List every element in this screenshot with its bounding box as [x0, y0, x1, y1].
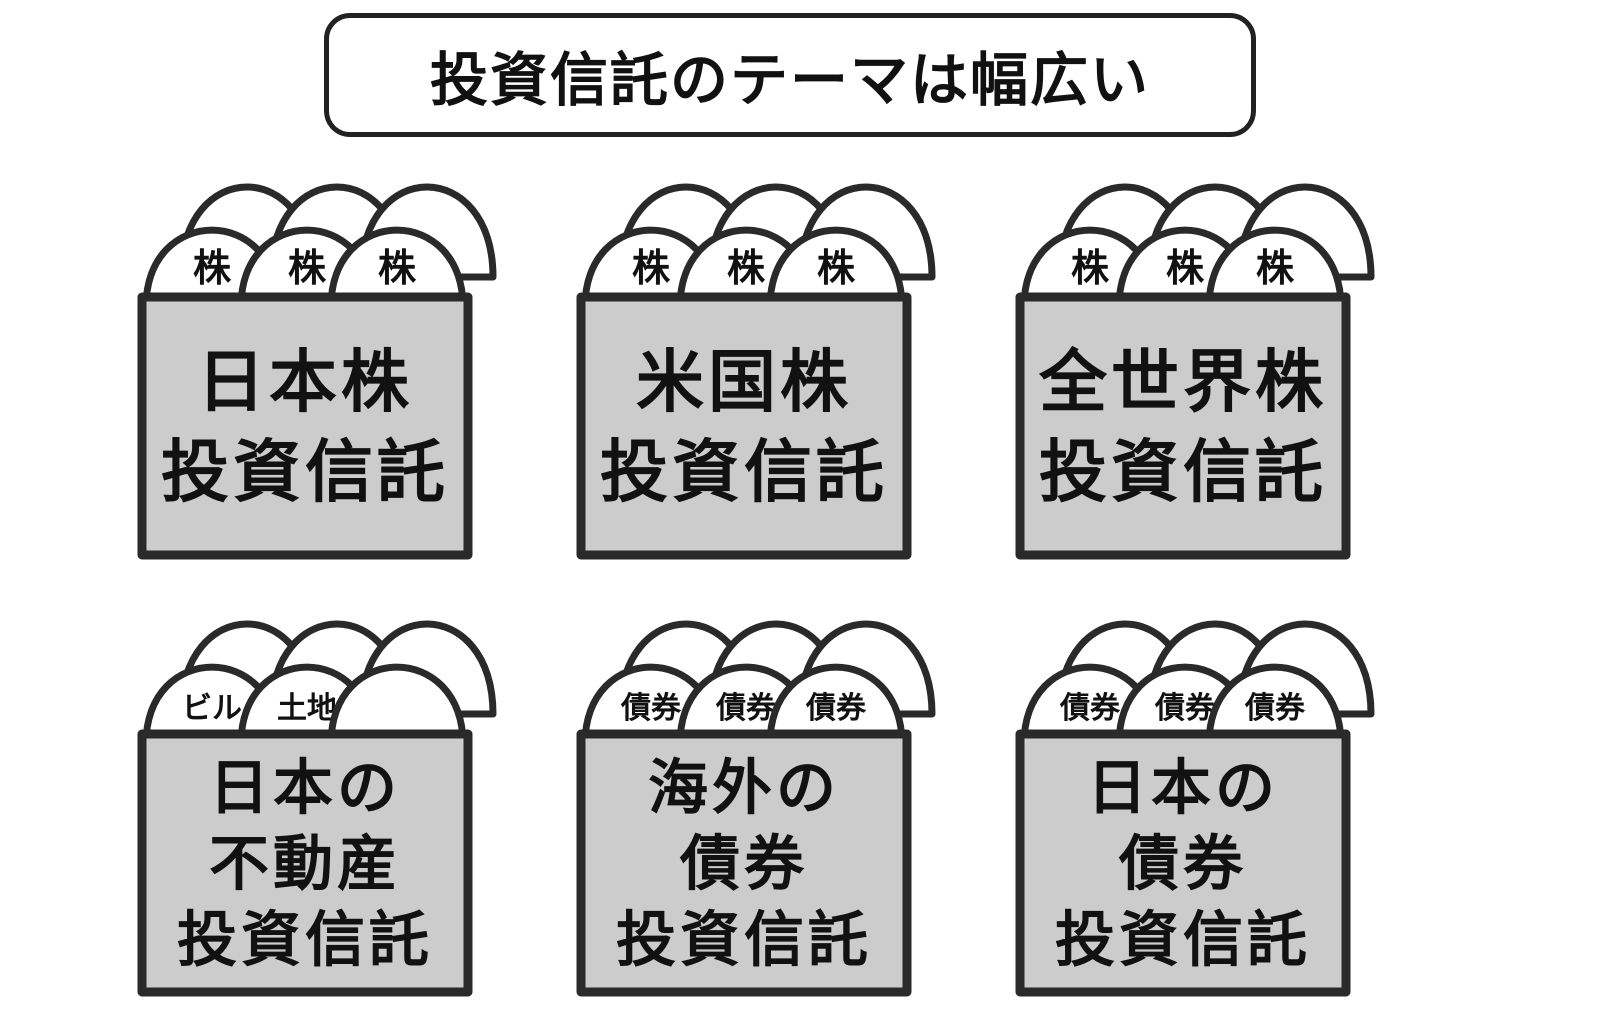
bag-label-line: 債券 [1118, 830, 1247, 900]
coin-front [766, 663, 906, 748]
coin-label: 株 [193, 246, 232, 290]
page-title: 投資信託のテーマは幅広い [429, 46, 1150, 114]
bag-label-line: 海外の [648, 754, 840, 824]
bag-body [137, 729, 473, 997]
fund-bag: 債券債券債券日本の債券投資信託 [1015, 620, 1375, 997]
bag-label-line: 全世界株 [1038, 343, 1327, 422]
fund-bag: ビル土地日本の不動産投資信託 [137, 620, 497, 997]
bag-label-line: 投資信託 [600, 433, 888, 512]
coin-label: 債券 [1244, 691, 1306, 726]
coin-label: 債券 [1154, 691, 1216, 726]
coin-front [327, 226, 467, 311]
bag-label-line: 日本株 [197, 343, 413, 422]
bag-label-line: 投資信託 [177, 906, 433, 976]
coin-label: 株 [288, 246, 327, 290]
coin-front [1205, 663, 1345, 748]
coin-label: ビル [182, 691, 242, 726]
coin-label: 債券 [715, 691, 777, 726]
bag-body [137, 292, 473, 560]
coin-label: 株 [727, 246, 766, 290]
coin-label: 株 [1071, 246, 1110, 290]
coin-label: 株 [378, 246, 417, 290]
coin-front [327, 663, 467, 748]
bag-label-line: 日本の [209, 754, 401, 824]
bag-label-line: 日本の [1087, 754, 1279, 824]
bag-label-line: 投資信託 [161, 433, 449, 512]
bag-label-line: 投資信託 [616, 906, 872, 976]
bag-body [1015, 292, 1351, 560]
bag-label-line: 投資信託 [1055, 906, 1311, 976]
coin-front [1205, 226, 1345, 311]
bag-body [1015, 729, 1351, 997]
coin-label: 株 [817, 246, 856, 290]
coin-label: 株 [1256, 246, 1295, 290]
coin-label: 債券 [1059, 691, 1121, 726]
fund-bag: 債券債券債券海外の債券投資信託 [576, 620, 936, 997]
bag-label-line: 債券 [679, 830, 808, 900]
coin-label: 債券 [805, 691, 867, 726]
bag-body [576, 729, 912, 997]
bag-label-line: 投資信託 [1039, 433, 1327, 512]
bag-body [576, 292, 912, 560]
coin-front [766, 226, 906, 311]
coin-label: 株 [632, 246, 671, 290]
title-box: 投資信託のテーマは幅広い [324, 13, 1256, 137]
coin-label: 債券 [620, 691, 682, 726]
bag-label-line: 不動産 [209, 830, 401, 900]
coin-label: 株 [1166, 246, 1205, 290]
bag-label-line: 米国株 [636, 343, 852, 422]
coin-label: 土地 [277, 691, 337, 726]
